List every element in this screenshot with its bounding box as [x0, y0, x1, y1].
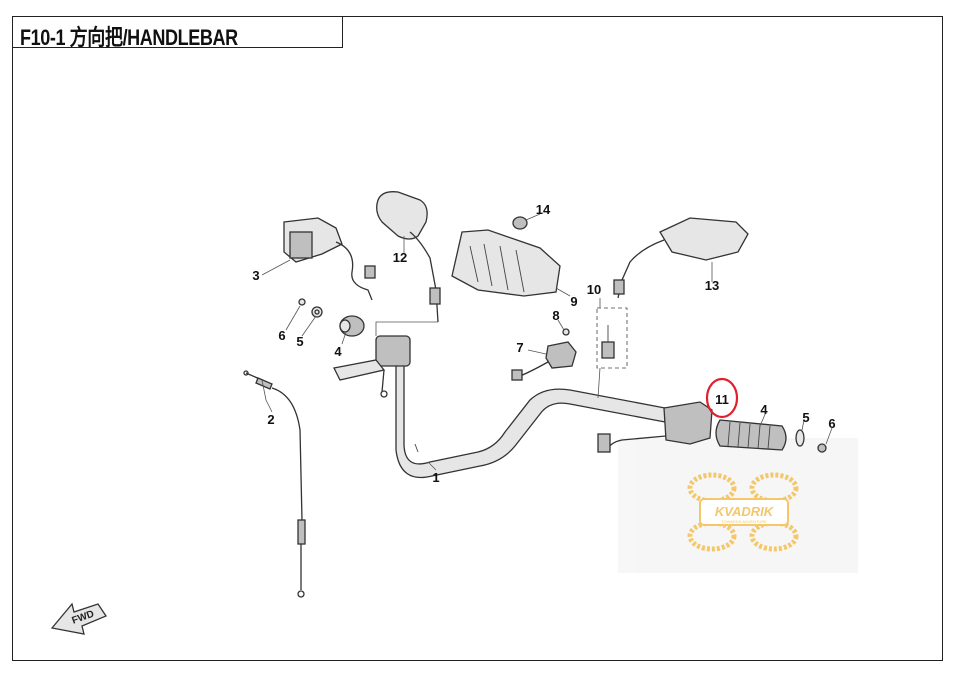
part-right-switch-housing	[597, 401, 713, 453]
part-left-mirror	[376, 191, 441, 323]
callout-1: 1	[432, 470, 439, 485]
part-handlebar-pad-cover	[451, 229, 561, 297]
watermark-subtext: TOWARDS ADVENTURE	[721, 519, 767, 524]
kvadrik-watermark-logo: KVADRIK TOWARDS ADVENTURE	[618, 438, 858, 573]
callout-11: 11	[715, 392, 729, 407]
watermark-text: KVADRIK	[715, 504, 775, 519]
callout-14: 14	[536, 202, 551, 217]
part-connector	[596, 298, 628, 399]
part-left-control-housing	[333, 321, 438, 398]
part-cap	[512, 216, 528, 230]
part-left-small-fasteners	[298, 298, 365, 337]
drawing-frame	[12, 16, 943, 661]
callout-9: 9	[570, 294, 577, 309]
title-box	[12, 16, 343, 48]
callout-5-right: 5	[802, 410, 809, 425]
callout-5-left: 5	[296, 334, 303, 349]
callout-10: 10	[587, 282, 601, 297]
callout-7: 7	[516, 340, 523, 355]
part-throttle-cable	[243, 370, 306, 598]
callout-13: 13	[705, 278, 719, 293]
callout-8: 8	[552, 308, 559, 323]
callout-4-left: 4	[334, 344, 342, 359]
part-brake-master-cylinder	[283, 217, 376, 301]
callout-2: 2	[267, 412, 274, 427]
callout-4-right: 4	[760, 402, 768, 417]
callout-6-right: 6	[828, 416, 835, 431]
callout-12: 12	[393, 250, 407, 265]
callout-3: 3	[252, 268, 259, 283]
fwd-arrow-icon: FWD	[50, 602, 107, 635]
page-title: F10-1 方向把/HANDLEBAR	[20, 25, 238, 50]
callout-6-left: 6	[278, 328, 285, 343]
callout-11-highlight: 11	[705, 377, 739, 419]
part-switch-bracket	[511, 328, 577, 381]
part-right-mirror	[613, 217, 749, 299]
part-right-grip	[715, 419, 827, 453]
callout-leaders	[261, 213, 833, 471]
